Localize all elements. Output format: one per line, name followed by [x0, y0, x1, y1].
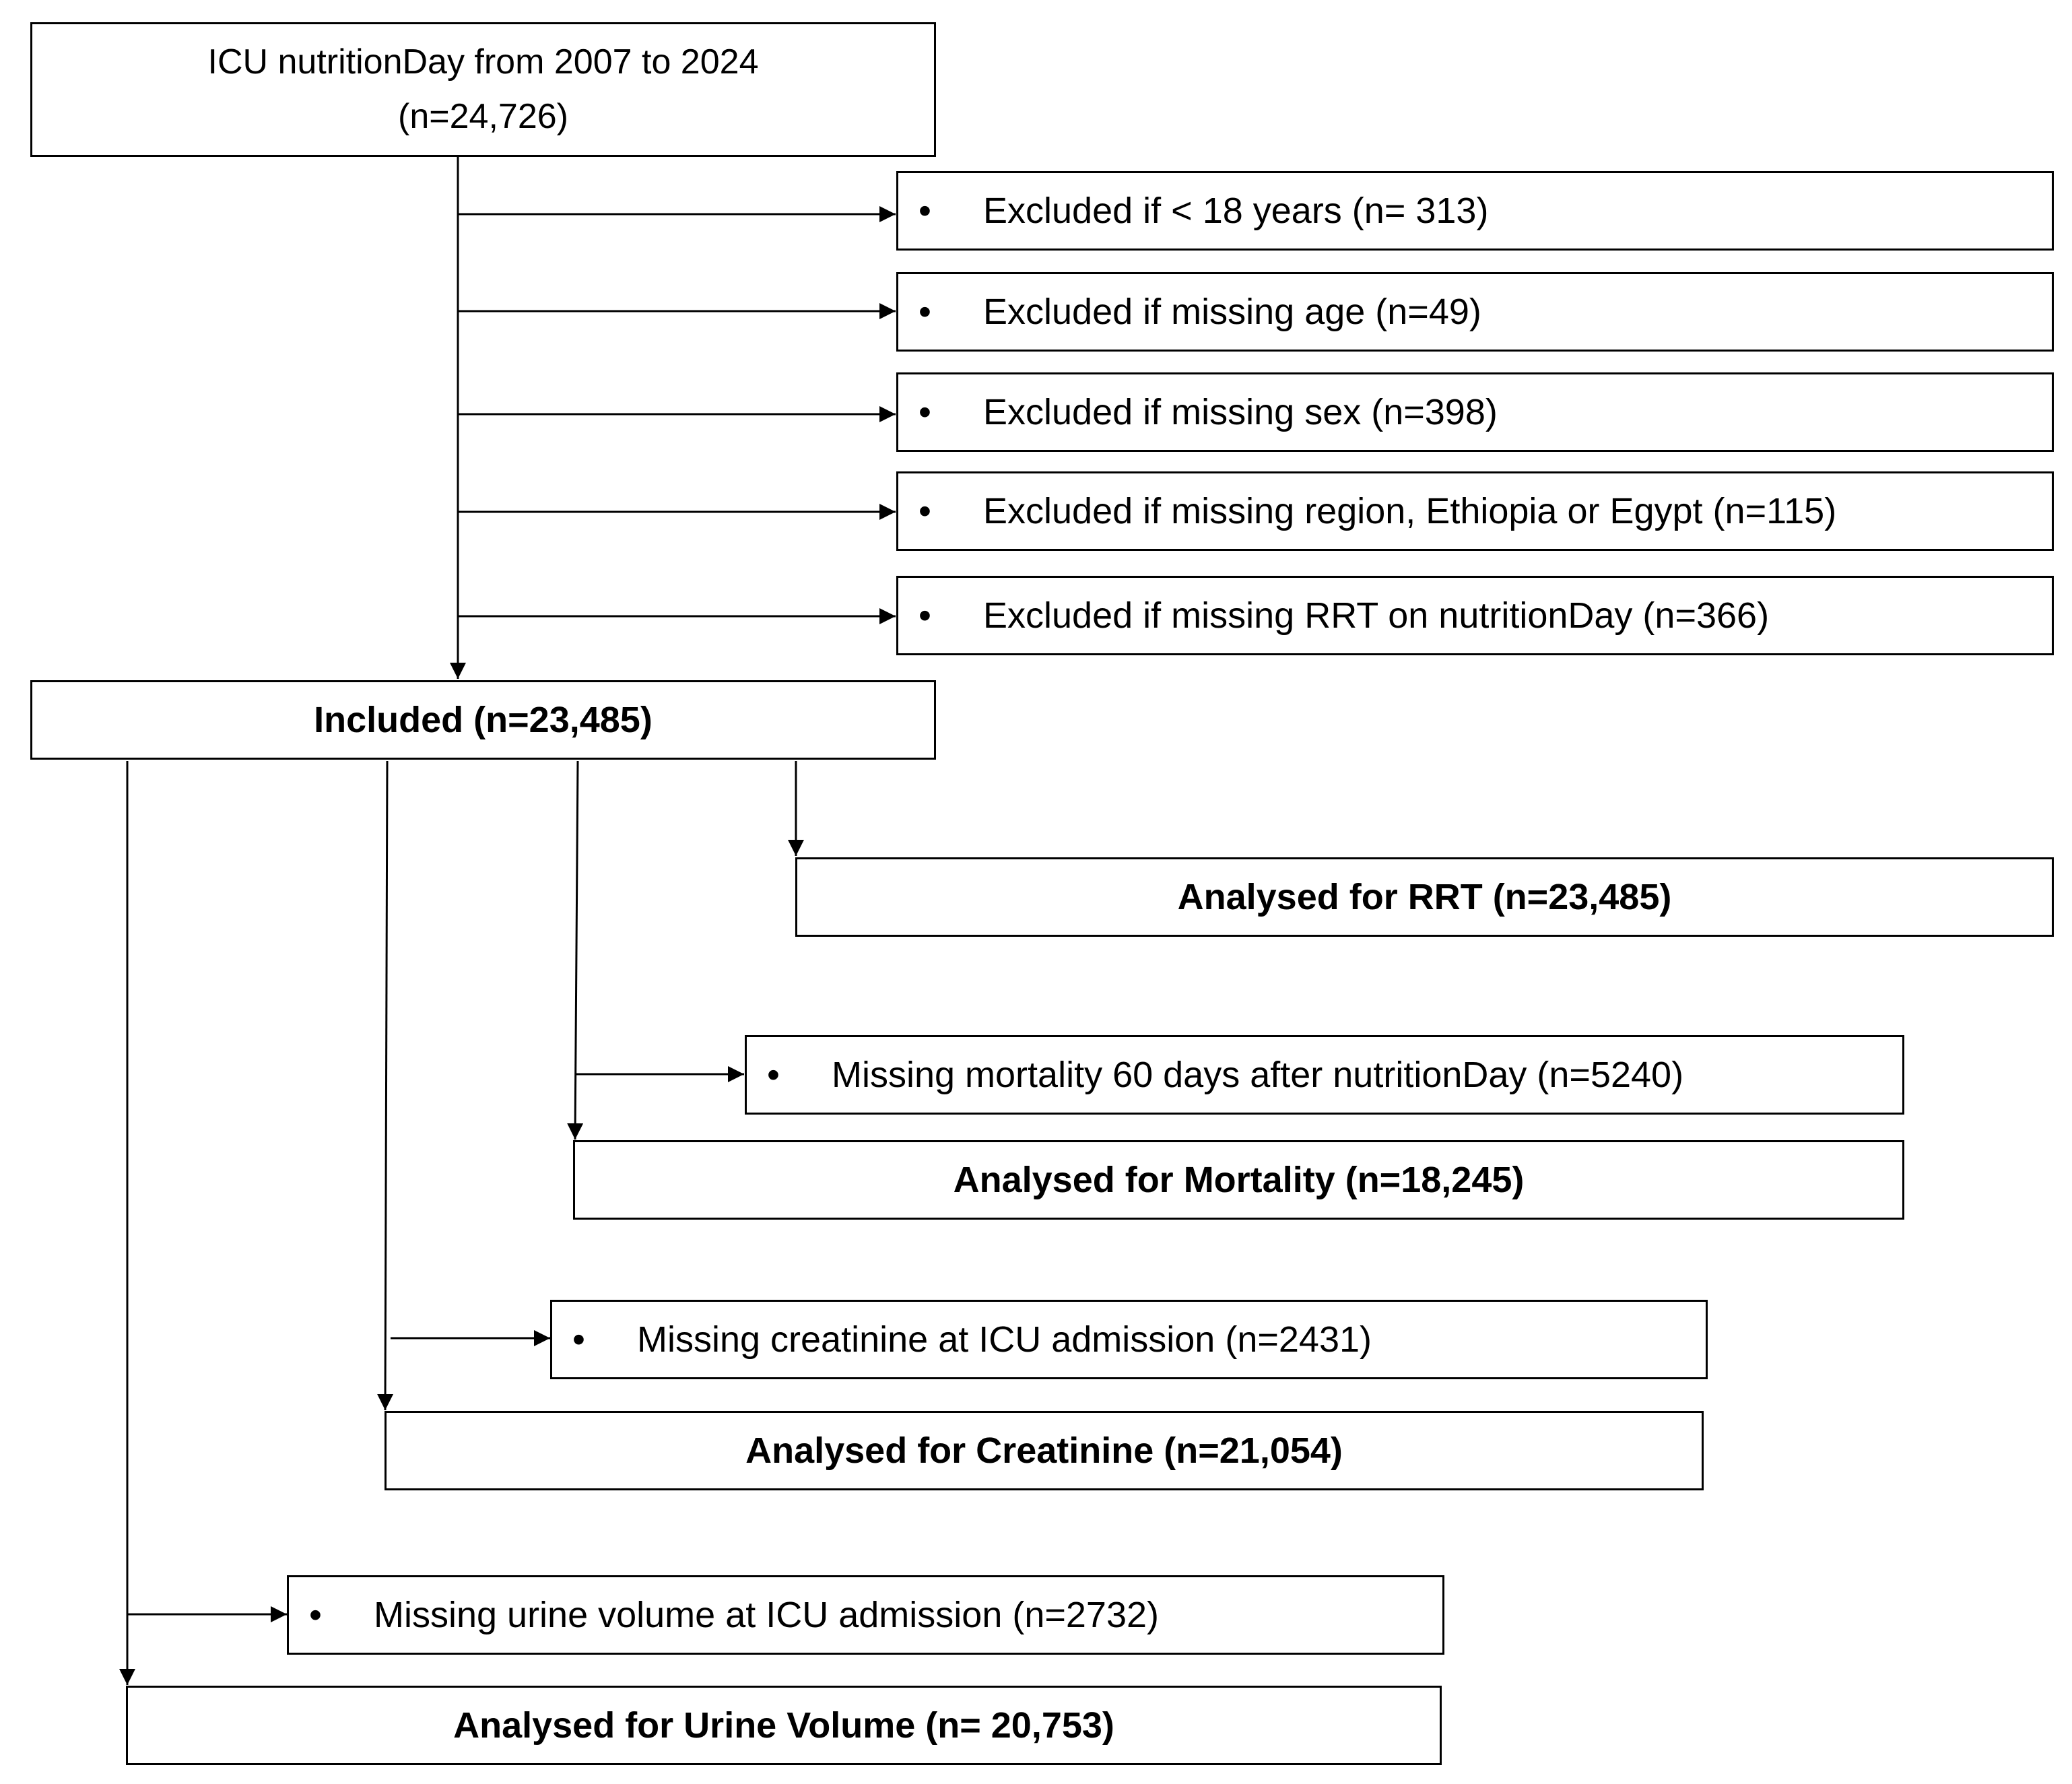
urine-analysed-box: Analysed for Urine Volume (n= 20,753) [126, 1686, 1442, 1765]
bullet-icon: • [309, 1595, 322, 1635]
bullet-icon: • [918, 595, 931, 636]
creatinine-analysed-label: Analysed for Creatinine (n=21,054) [745, 1430, 1343, 1471]
exclusion-text: Excluded if < 18 years (n= 313) [983, 191, 1489, 231]
source-count: (n=24,726) [398, 97, 568, 136]
bullet-icon: • [918, 191, 931, 231]
mortality-missing-box: • Missing mortality 60 days after nutrit… [745, 1035, 1904, 1115]
bullet-icon: • [918, 491, 931, 531]
exclusion-box-3: • Excluded if missing sex (n=398) [896, 372, 2054, 452]
urine-analysed-label: Analysed for Urine Volume (n= 20,753) [453, 1705, 1114, 1746]
bullet-icon: • [767, 1055, 780, 1095]
creatinine-trunk [377, 760, 394, 1411]
source-title: ICU nutritionDay from 2007 to 2024 [207, 42, 759, 82]
urine-missing-text: Missing urine volume at ICU admission (n… [374, 1595, 1160, 1635]
exclusion-text: Excluded if missing sex (n=398) [983, 392, 1498, 432]
exclusion-box-1: • Excluded if < 18 years (n= 313) [896, 171, 2054, 251]
included-box: Included (n=23,485) [30, 680, 936, 760]
rrt-analysed-box: Analysed for RRT (n=23,485) [795, 857, 2054, 937]
urine-missing-box: • Missing urine volume at ICU admission … [287, 1575, 1444, 1655]
creatinine-missing-box: • Missing creatinine at ICU admission (n… [550, 1300, 1708, 1379]
creatinine-analysed-box: Analysed for Creatinine (n=21,054) [385, 1411, 1704, 1490]
bullet-icon: • [918, 292, 931, 332]
rrt-analysed-label: Analysed for RRT (n=23,485) [1177, 877, 1672, 917]
mortality-analysed-label: Analysed for Mortality (n=18,245) [953, 1160, 1525, 1200]
exclusion-box-2: • Excluded if missing age (n=49) [896, 272, 2054, 352]
exclusion-text: Excluded if missing age (n=49) [983, 292, 1481, 332]
bullet-icon: • [572, 1319, 585, 1360]
included-label: Included (n=23,485) [314, 700, 653, 740]
source-box: ICU nutritionDay from 2007 to 2024 (n=24… [30, 22, 936, 157]
creatinine-missing-text: Missing creatinine at ICU admission (n=2… [637, 1319, 1372, 1360]
mortality-analysed-box: Analysed for Mortality (n=18,245) [573, 1140, 1904, 1220]
mortality-missing-text: Missing mortality 60 days after nutritio… [832, 1055, 1684, 1095]
exclusion-box-4: • Excluded if missing region, Ethiopia o… [896, 471, 2054, 551]
exclusion-text: Excluded if missing region, Ethiopia or … [983, 491, 1837, 531]
mortality-trunk [567, 760, 584, 1140]
bullet-icon: • [918, 392, 931, 432]
exclusion-text: Excluded if missing RRT on nutritionDay … [983, 595, 1770, 636]
exclusion-box-5: • Excluded if missing RRT on nutritionDa… [896, 576, 2054, 655]
